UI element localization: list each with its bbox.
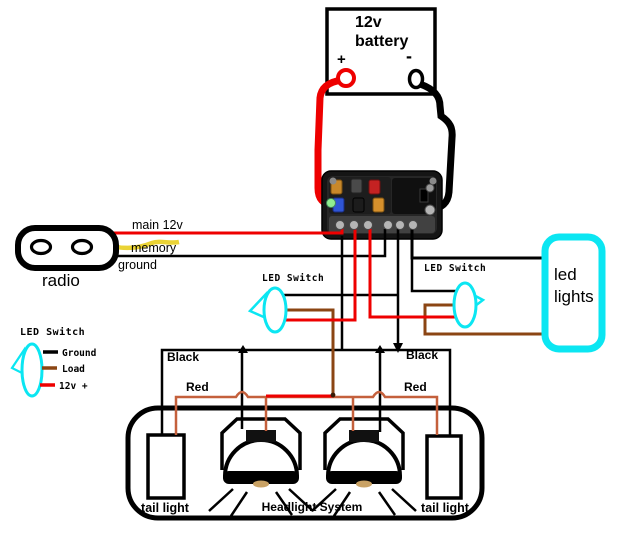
battery-title-line2: battery <box>355 33 408 50</box>
fuse-gray <box>350 178 363 194</box>
radio <box>15 225 119 271</box>
screw <box>429 177 437 185</box>
fuse-orange <box>372 197 385 213</box>
terminal-screw <box>363 220 373 230</box>
switch-body <box>20 342 44 398</box>
black-wire-label-left: Black <box>167 350 199 364</box>
switch-body <box>452 281 478 329</box>
junction-arrow <box>375 345 385 353</box>
negative-terminal <box>407 68 425 90</box>
fuse-terminals <box>326 183 436 230</box>
headlight-left <box>208 417 314 517</box>
switch-body <box>262 286 288 334</box>
junction-arrow <box>238 345 248 353</box>
tail-light-left <box>146 433 186 500</box>
battery-terminals <box>336 68 425 90</box>
red-wire-label-left: Red <box>186 380 209 394</box>
radio-label: radio <box>42 271 80 290</box>
side-screw <box>425 183 435 193</box>
headlight-base <box>223 471 299 484</box>
terminal-screw <box>395 220 405 230</box>
led-switch-legend <box>10 342 58 398</box>
positive-terminal <box>336 68 356 88</box>
right-switch-label: LED Switch <box>424 263 486 274</box>
legend-power-label: 12v + <box>59 381 88 392</box>
led-switch-left <box>247 286 288 334</box>
labels: 12v battery + - radio main 12v memory gr… <box>20 14 594 515</box>
fuse-block-cover <box>392 178 436 214</box>
led-lights <box>541 233 606 353</box>
left-switch-label: LED Switch <box>262 273 324 284</box>
left-switch-power-wire <box>284 227 357 322</box>
fuse-black <box>352 197 365 213</box>
radio-outline <box>15 225 119 271</box>
headlight-rays <box>311 488 417 517</box>
memory-wire <box>111 239 180 251</box>
headlight-housing <box>323 417 405 470</box>
brown-wires <box>284 303 546 395</box>
negative-symbol: - <box>406 46 412 66</box>
junctions <box>238 343 403 398</box>
ground-label: ground <box>118 258 157 272</box>
terminal-screw <box>408 220 418 230</box>
terminal-screw <box>349 220 359 230</box>
headlight-rays <box>208 488 314 517</box>
led-switch-right <box>452 281 486 329</box>
junction-arrow <box>393 343 403 353</box>
terminal-screw <box>383 220 393 230</box>
red-wire-label-right: Red <box>404 380 427 394</box>
headlight-bulb <box>253 480 269 488</box>
led-lights-label-line1: led <box>554 265 577 284</box>
black-distribution-wire <box>160 348 452 436</box>
fuse-red <box>368 179 381 195</box>
terminal-screw <box>335 220 345 230</box>
fuse-block-slot <box>419 188 429 203</box>
radio-knob <box>29 238 53 256</box>
legend-load-label: Load <box>62 364 85 375</box>
legend-ground-label: Ground <box>62 348 97 359</box>
tail-light-right-label: tail light <box>421 501 470 515</box>
headlight-right <box>311 417 417 517</box>
red-wires <box>112 227 456 398</box>
headlight-cap <box>246 430 276 442</box>
headlight-system-label: Headlight System <box>262 500 363 514</box>
radio-knob <box>70 238 94 256</box>
memory-label: memory <box>131 241 177 255</box>
main-12v-label: main 12v <box>132 218 183 232</box>
headlight-housing <box>220 417 302 470</box>
battery-title-line1: 12v <box>355 14 382 31</box>
power-led-indicator <box>326 198 336 208</box>
right-switch-ground-wire <box>410 258 456 293</box>
right-switch-power-wire <box>368 227 456 319</box>
battery-negative-cable <box>416 80 456 214</box>
radio-ground-wire <box>112 229 387 258</box>
headlight-bulb <box>356 480 372 488</box>
led-lights-outline <box>541 233 606 353</box>
main-12v-wire <box>112 228 344 235</box>
positive-symbol: + <box>337 51 346 68</box>
legend-title: LED Switch <box>20 326 85 338</box>
headlight-cap <box>349 430 379 442</box>
junction-dot <box>330 392 336 398</box>
black-wire-label-right: Black <box>406 348 438 362</box>
tail-light-left-label: tail light <box>141 501 190 515</box>
headlight-base <box>326 471 402 484</box>
led-lights-label-line2: lights <box>554 287 594 306</box>
screw <box>329 177 337 185</box>
fuse-block <box>321 170 443 240</box>
tail-light-right <box>425 434 463 500</box>
right-switch-load-wire <box>423 303 546 336</box>
side-screw <box>424 204 436 216</box>
light-assembly <box>125 405 485 521</box>
left-switch-load-wire <box>284 308 335 395</box>
